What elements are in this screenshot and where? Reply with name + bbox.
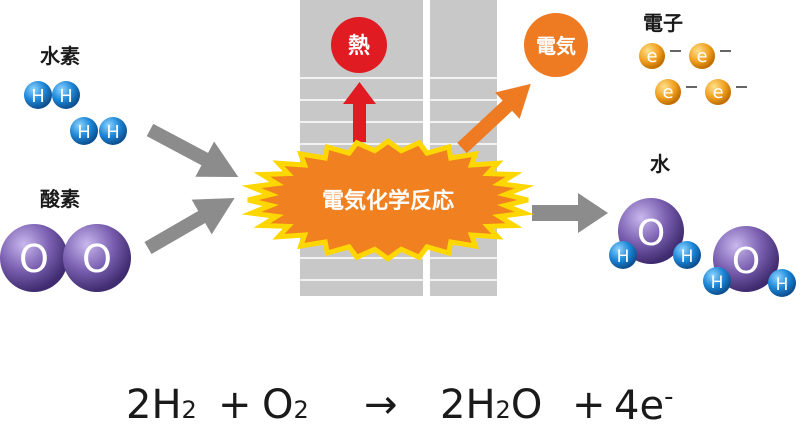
electron-label: e [646, 46, 657, 67]
equation-product-water: 2H2O [440, 382, 542, 428]
hydrogen-atom [99, 117, 127, 145]
oxygen-atom-label: O [82, 237, 112, 281]
equation-subscript: 2 [293, 396, 309, 424]
hydrogen-atom-label: H [711, 273, 724, 293]
hydrogen-atom-label: H [776, 275, 789, 295]
electron [655, 79, 681, 105]
oxygen-molecule: O O [0, 224, 131, 292]
hydrogen-atom [673, 241, 701, 269]
oxygen-atom-label: O [19, 237, 49, 281]
electron-label: e [696, 46, 707, 67]
oxygen-atom [63, 224, 131, 292]
equation-reactant-oxygen: O2 [262, 382, 309, 428]
electricity-badge: 電気 [524, 13, 588, 77]
hydrogen-atom [609, 241, 637, 269]
electrons-label: 電子 [643, 11, 683, 35]
hydrogen-atom [703, 267, 731, 295]
equation-oxygen-symbol: O [262, 382, 294, 428]
equation-plus: + [572, 382, 606, 428]
hydrogen-atom [24, 81, 52, 109]
heat-badge: 熱 [331, 17, 387, 73]
water-molecule-2: O H H [703, 226, 796, 297]
reaction-equation: 2H2 + O2 → 2H2O + 4e- [0, 382, 800, 429]
hydrogen-atom [70, 117, 98, 145]
equation-superscript: - [664, 382, 674, 412]
equation-water-oxygen: O [510, 382, 543, 428]
equation-reactant-hydrogen: 2H2 [126, 382, 197, 428]
hydrogen-atom [52, 81, 80, 109]
hydrogen-atom-label: H [31, 86, 45, 107]
oxygen-label: 酸素 [40, 187, 80, 211]
oxygen-input-arrow [144, 198, 235, 255]
water-label: 水 [650, 152, 670, 176]
electron [705, 79, 731, 105]
reaction-label: 電気化学反応 [322, 188, 454, 214]
equation-electron-symbol: 4e [614, 383, 665, 429]
electron-label: e [712, 82, 723, 103]
equation-subscript: 2 [181, 396, 197, 424]
hydrogen-input-arrow [146, 123, 239, 177]
equation-product-electrons: 4e- [614, 382, 673, 429]
heat-label: 熱 [348, 33, 370, 59]
hydrogen-atom-label: H [106, 122, 120, 143]
water-output-arrow [532, 193, 608, 233]
equation-hydrogen-symbol: 2H [126, 382, 182, 428]
hydrogen-atom-label: H [681, 247, 694, 267]
oxygen-atom-label: O [732, 241, 760, 282]
equation-subscript: 2 [495, 396, 511, 424]
electron [689, 43, 715, 69]
electricity-label: 電気 [536, 34, 576, 58]
equation-plus: + [218, 382, 252, 428]
hydrogen-atom [768, 269, 796, 297]
electron [639, 43, 665, 69]
oxygen-atom-label: O [637, 213, 665, 254]
oxygen-atom [0, 224, 68, 292]
heat-arrow [343, 82, 376, 142]
electricity-arrow [457, 83, 531, 154]
hydrogen-atom-label: H [59, 86, 73, 107]
reaction-burst: 電気化学反応 [241, 138, 535, 262]
equation-water-hydrogen: 2H [440, 382, 496, 428]
flow-arrows [144, 123, 608, 255]
hydrogen-label: 水素 [40, 44, 80, 68]
hydrogen-atom-label: H [77, 122, 91, 143]
equation-arrow: → [364, 382, 398, 428]
water-molecule-1: O H H [609, 198, 701, 269]
electron-label: e [662, 82, 673, 103]
hydrogen-atom-label: H [617, 247, 630, 267]
